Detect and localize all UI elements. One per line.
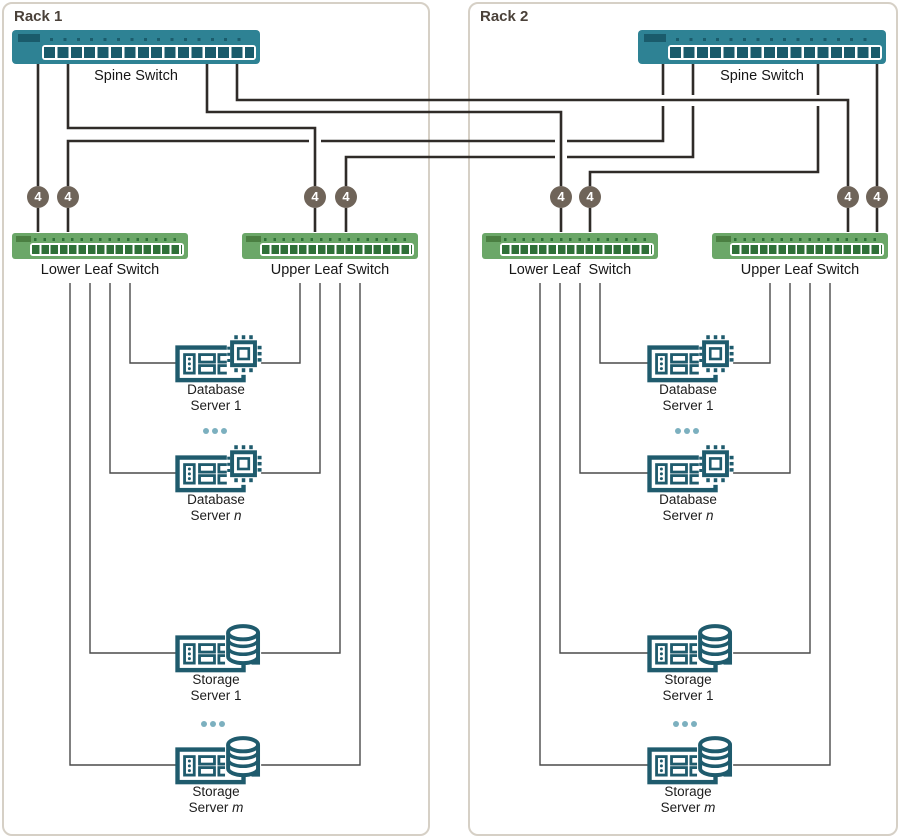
rack-2-spine-switch xyxy=(638,30,886,64)
switch-led-dots-icon xyxy=(676,38,876,41)
rack-1-lower-leaf-switch xyxy=(12,233,188,259)
uplink-badge: 4 xyxy=(57,186,79,208)
uplink-badge: 4 xyxy=(579,186,601,208)
rack-1-lower-leaf-switch-label: Lower Leaf Switch xyxy=(40,262,160,278)
rack-1-spine-switch-label: Spine Switch xyxy=(94,68,178,84)
switch-ports-icon xyxy=(30,243,184,256)
rack-2-upper-leaf-switch-label: Upper Leaf Switch xyxy=(740,262,860,278)
rack-2-spine-switch-label: Spine Switch xyxy=(720,68,804,84)
rack-1-title: Rack 1 xyxy=(14,8,63,25)
switch-led-dots-icon xyxy=(264,238,410,241)
switch-panel-icon xyxy=(246,236,261,242)
database-server-icon xyxy=(174,444,262,494)
more-servers-ellipsis-icon xyxy=(673,721,697,727)
rack-2-lower-leaf-switch-label: Lower Leaf Switch xyxy=(508,262,632,278)
switch-panel-icon xyxy=(644,34,666,42)
uplink-badge: 4 xyxy=(866,186,888,208)
database-server-icon xyxy=(646,334,734,384)
rack-2-upper-leaf-switch xyxy=(712,233,888,259)
rack-1-database-server-n-label: Database Server n xyxy=(187,492,245,523)
more-servers-ellipsis-icon xyxy=(201,721,225,727)
more-servers-ellipsis-icon xyxy=(203,428,227,434)
rack-1-upper-leaf-switch xyxy=(242,233,418,259)
uplink-badge: 4 xyxy=(837,186,859,208)
switch-ports-icon xyxy=(260,243,414,256)
switch-led-dots-icon xyxy=(50,38,250,41)
rack-1-storage-server-1-label: Storage Server 1 xyxy=(190,672,242,703)
switch-led-dots-icon xyxy=(504,238,650,241)
rack-1-database-server-1-label: Database Server 1 xyxy=(187,382,245,413)
switch-led-dots-icon xyxy=(34,238,180,241)
switch-panel-icon xyxy=(486,236,501,242)
switch-panel-icon xyxy=(18,34,40,42)
switch-ports-icon xyxy=(668,45,882,60)
rack-1-storage-server-m-label: Storage Server m xyxy=(188,784,244,815)
rack-2-title: Rack 2 xyxy=(480,8,529,25)
rack-1-panel xyxy=(2,2,430,836)
switch-ports-icon xyxy=(42,45,256,60)
storage-server-icon xyxy=(646,736,734,786)
rack-2-panel xyxy=(468,2,898,836)
rack-1-upper-leaf-switch-label: Upper Leaf Switch xyxy=(270,262,390,278)
uplink-badge: 4 xyxy=(27,186,49,208)
storage-server-icon xyxy=(646,624,734,674)
rack-2-lower-leaf-switch xyxy=(482,233,658,259)
rack-2-database-server-1-label: Database Server 1 xyxy=(659,382,717,413)
storage-server-icon xyxy=(174,736,262,786)
switch-panel-icon xyxy=(16,236,31,242)
more-servers-ellipsis-icon xyxy=(675,428,699,434)
switch-led-dots-icon xyxy=(734,238,880,241)
storage-server-icon xyxy=(174,624,262,674)
switch-ports-icon xyxy=(730,243,884,256)
uplink-badge: 4 xyxy=(335,186,357,208)
database-server-icon xyxy=(174,334,262,384)
database-server-icon xyxy=(646,444,734,494)
rack-2-storage-server-1-label: Storage Server 1 xyxy=(662,672,714,703)
switch-ports-icon xyxy=(500,243,654,256)
uplink-badge: 4 xyxy=(550,186,572,208)
rack-2-storage-server-m-label: Storage Server m xyxy=(660,784,716,815)
rack-2-database-server-n-label: Database Server n xyxy=(659,492,717,523)
switch-panel-icon xyxy=(716,236,731,242)
rack-1-spine-switch xyxy=(12,30,260,64)
uplink-badge: 4 xyxy=(304,186,326,208)
